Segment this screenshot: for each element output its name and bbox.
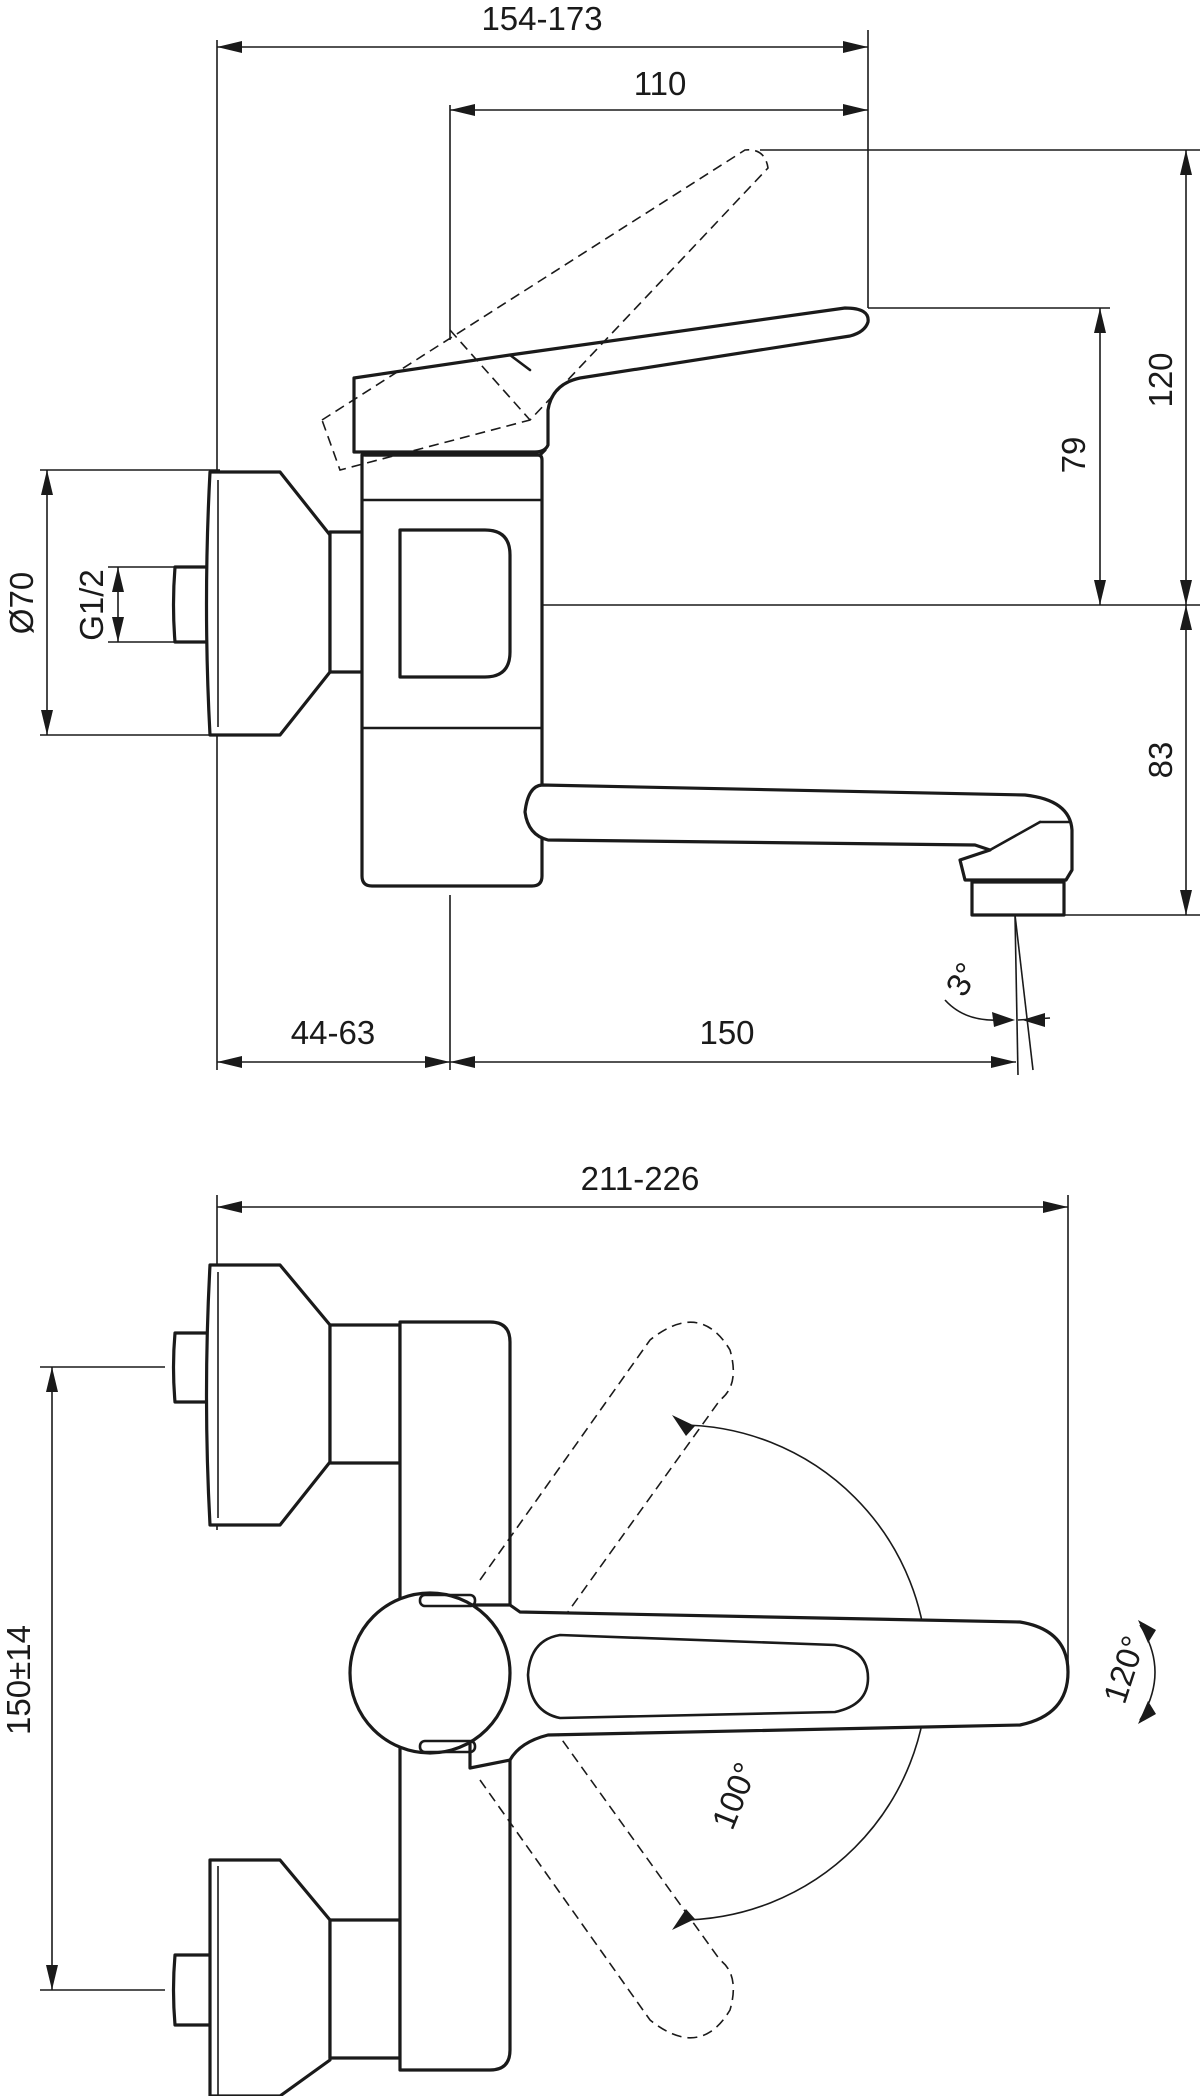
angle-arc-3 [944, 999, 1001, 1021]
body-window [398, 528, 512, 679]
dim-spout-projection: 150 [699, 1014, 754, 1051]
lever-handle-top [468, 1603, 1070, 1770]
lever-slot [526, 1633, 870, 1720]
dim-spout-swivel: 120° [1096, 1631, 1152, 1707]
ext-line [1014, 914, 1034, 1071]
dim-lever-height-raised: 120 [1142, 352, 1179, 407]
dim-inlet-centers: 150±14 [0, 1625, 37, 1735]
lever-right-position [479, 1729, 735, 2039]
lever-left-position [479, 1321, 735, 1631]
lever-raised-outline [321, 149, 769, 471]
wall-flange-lower [208, 1858, 332, 2096]
flange-neck-upper [328, 1323, 402, 1465]
dim-overall-depth: 154-173 [481, 0, 602, 37]
wall-flange-upper [204, 1263, 332, 1527]
dim-flange-diameter: Ø70 [3, 572, 40, 634]
dim-lever-reach: 110 [634, 65, 687, 102]
wall-flange [204, 470, 332, 737]
lever-handle [352, 306, 870, 454]
inlet-connector-upper [171, 1331, 214, 1404]
dim-wall-offset: 44-63 [291, 1014, 375, 1051]
dimension-arrows [46, 1201, 1156, 1990]
dim-lever-height: 79 [1055, 437, 1092, 474]
indicator-bottom [418, 1739, 477, 1754]
indicator-top [418, 1593, 477, 1608]
dim-spray-angle: 3° [938, 956, 986, 1002]
inlet-connector [171, 565, 214, 644]
cartridge-head [348, 1591, 512, 1755]
aerator [970, 880, 1066, 917]
dim-lever-rotation: 100° [704, 1757, 764, 1834]
dimension-arrows [41, 41, 1192, 1068]
ext-line [1014, 914, 1019, 1076]
spout [523, 783, 1074, 882]
dim-connection-thread: G1/2 [73, 569, 110, 641]
top-view: 211-226 150±14 100° 120° [0, 1160, 1156, 2096]
dim-overall-width: 211-226 [581, 1160, 700, 1197]
dim-spout-drop: 83 [1142, 742, 1179, 779]
flange-neck-lower [328, 1918, 402, 2060]
inlet-connector-lower [171, 1953, 214, 2027]
side-view: 154-173 110 120 79 83 Ø70 G1/2 44-63 150… [3, 0, 1200, 1076]
